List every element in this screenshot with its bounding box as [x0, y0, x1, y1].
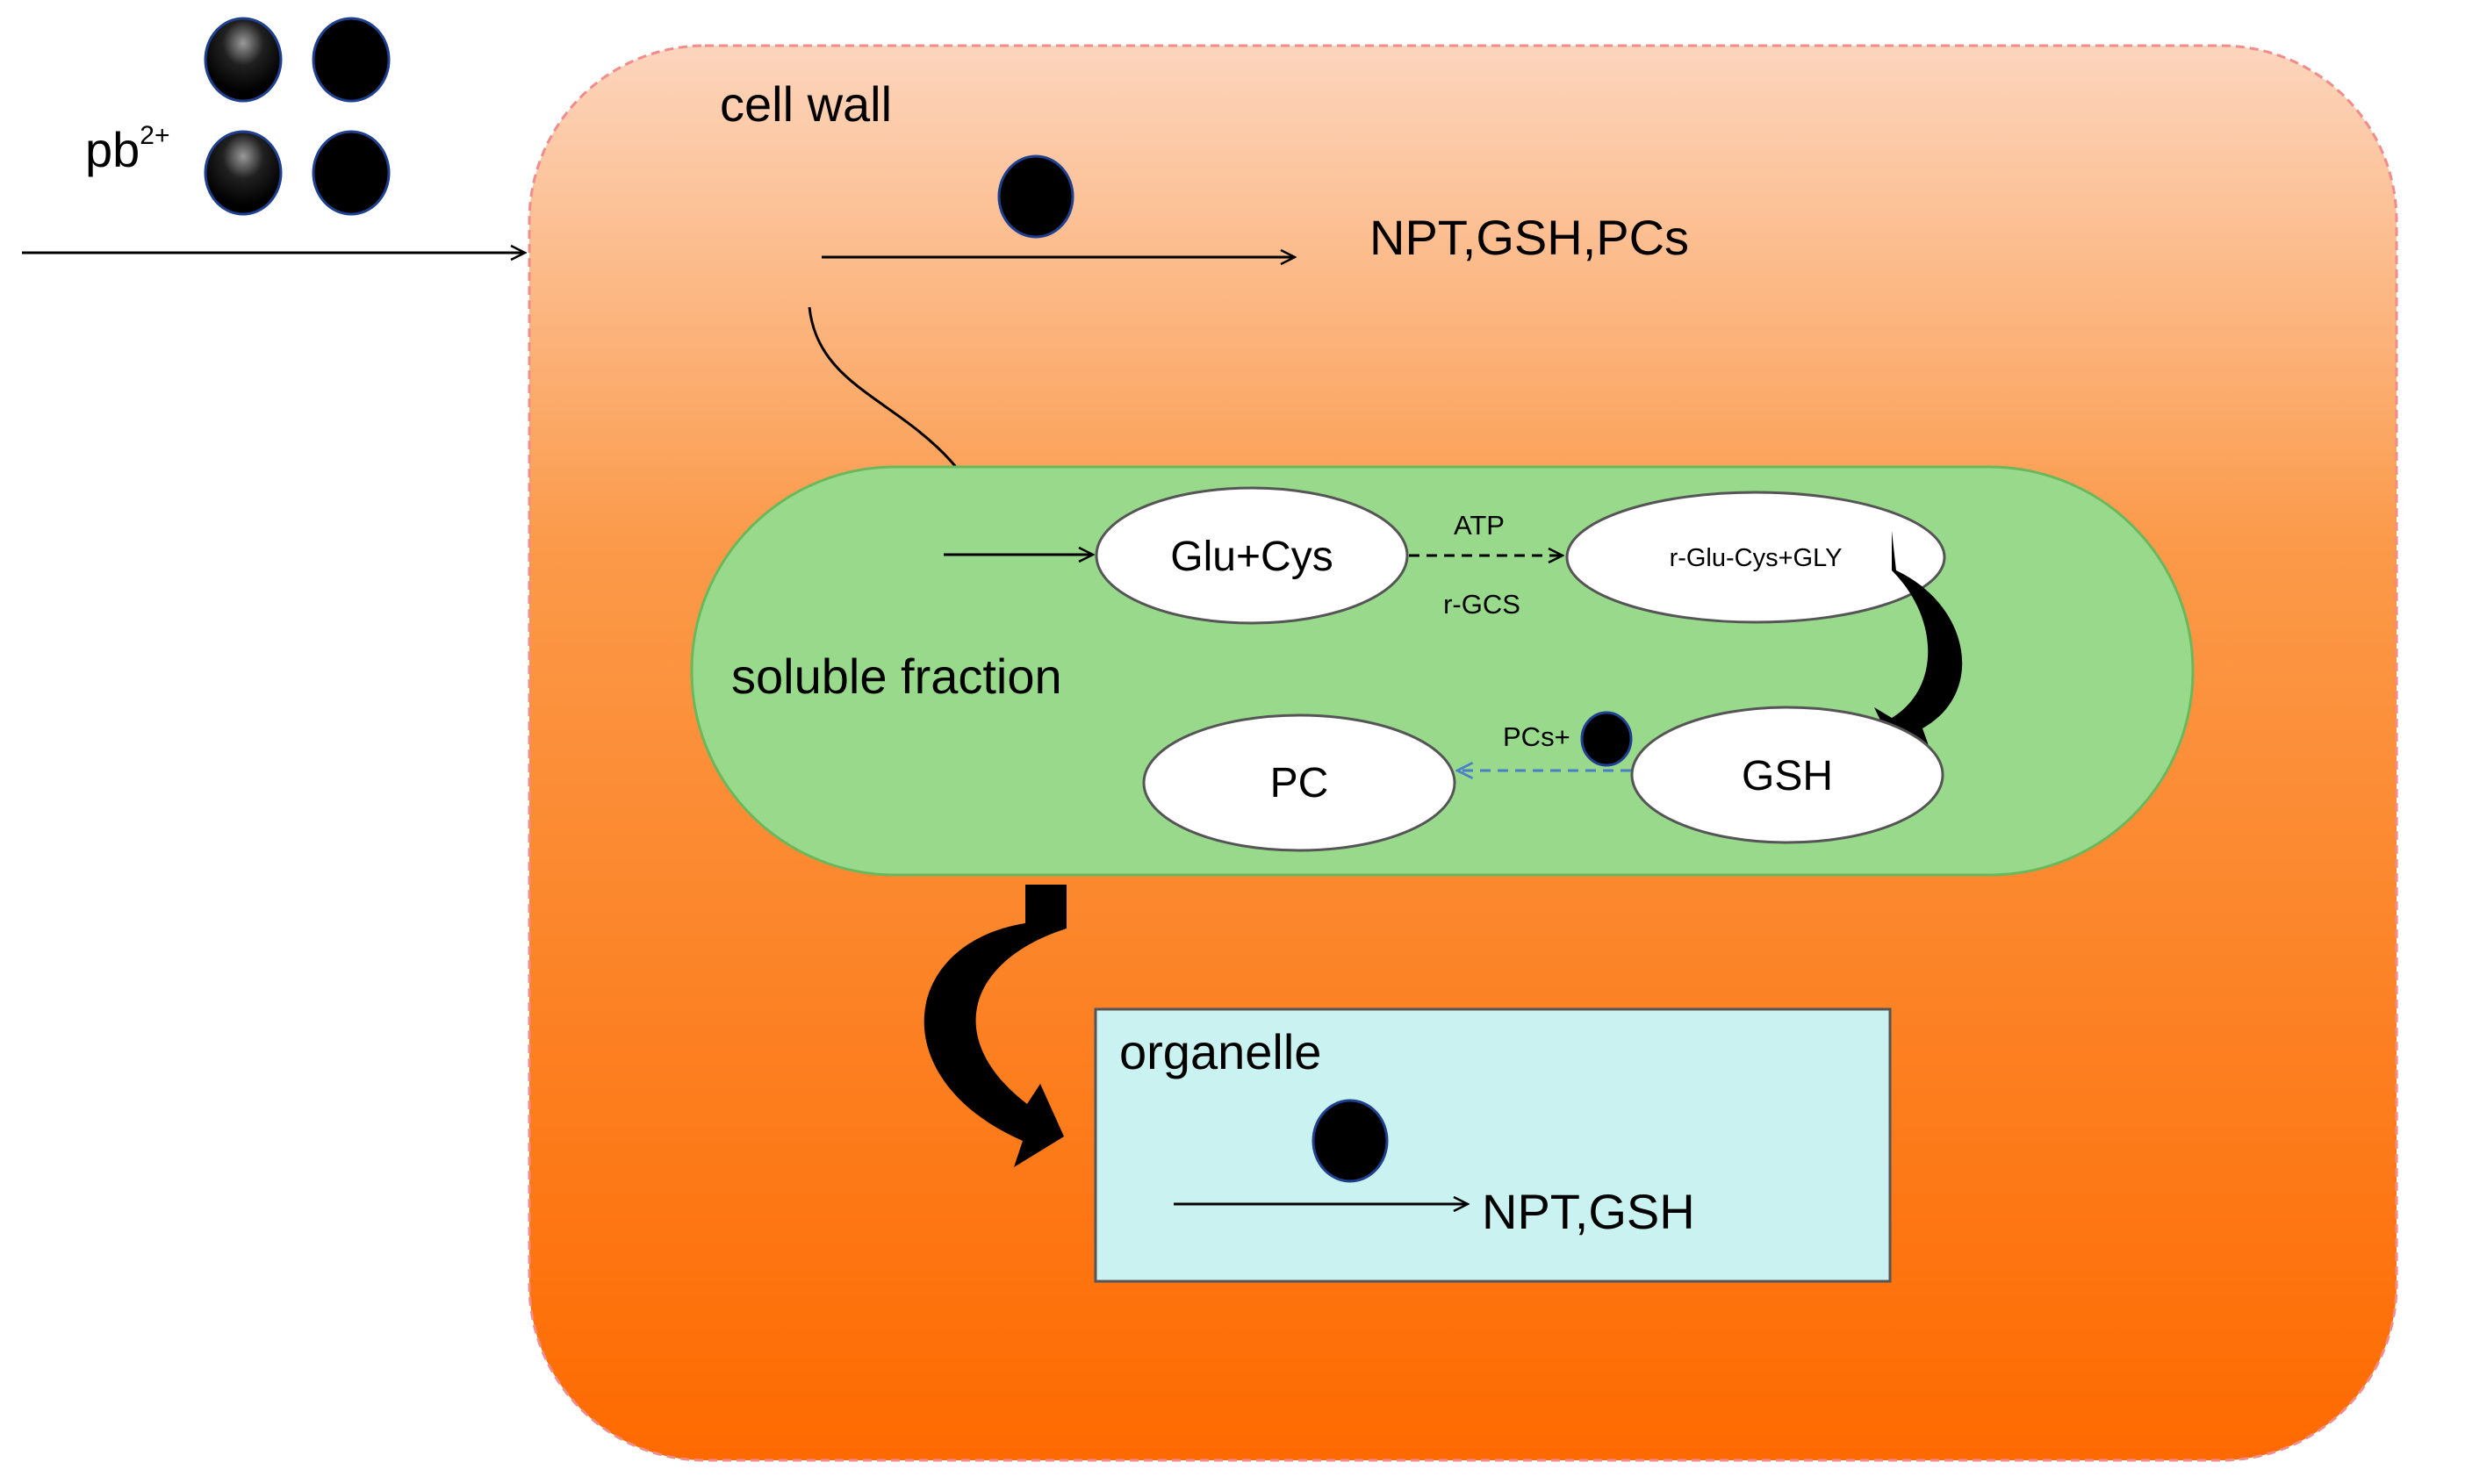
lead-ion-charge: 2+ [140, 121, 169, 150]
lead-ion-organelle-icon [1312, 1099, 1389, 1183]
cell-wall-product: NPT,GSH,PCs [1369, 210, 1689, 265]
lead-ion-icon [204, 130, 283, 216]
cell-wall-label: cell wall [720, 76, 892, 132]
lead-ion-chelated-icon [1580, 711, 1633, 767]
pcs-plus-label: PCs+ [1503, 721, 1570, 752]
glu-cys-label: Glu+Cys [1170, 534, 1333, 580]
gsh-node [1630, 706, 1944, 844]
lead-ion-label: pb2+ [85, 121, 170, 177]
r-glu-cys-gly-label: r-Glu-Cys+GLY [1670, 544, 1843, 572]
lead-ion-symbol: pb [85, 122, 140, 177]
lead-ion-icon [312, 130, 391, 216]
lead-ion-icon [204, 17, 283, 103]
organelle-product: NPT,GSH [1482, 1184, 1695, 1239]
glu-cys-node [1095, 486, 1409, 625]
pc-node [1142, 713, 1456, 852]
lead-ion-icon [312, 17, 391, 103]
atp-label: ATP [1454, 510, 1505, 541]
r-glu-cys-gly-node [1565, 491, 1946, 624]
lead-ion-bound-icon [997, 154, 1074, 239]
organelle-label: organelle [1119, 1024, 1321, 1079]
r-gcs-label: r-GCS [1443, 589, 1520, 620]
pc-label: PC [1270, 760, 1329, 807]
sequestration-arrow [923, 885, 1067, 1167]
gsh-formation-arrow [1874, 531, 1963, 753]
soluble-fraction-label: soluble fraction [731, 649, 1062, 704]
gsh-label: GSH [1742, 753, 1833, 799]
lead-ion-cluster [204, 17, 391, 216]
organelle-body [1094, 1007, 1892, 1283]
